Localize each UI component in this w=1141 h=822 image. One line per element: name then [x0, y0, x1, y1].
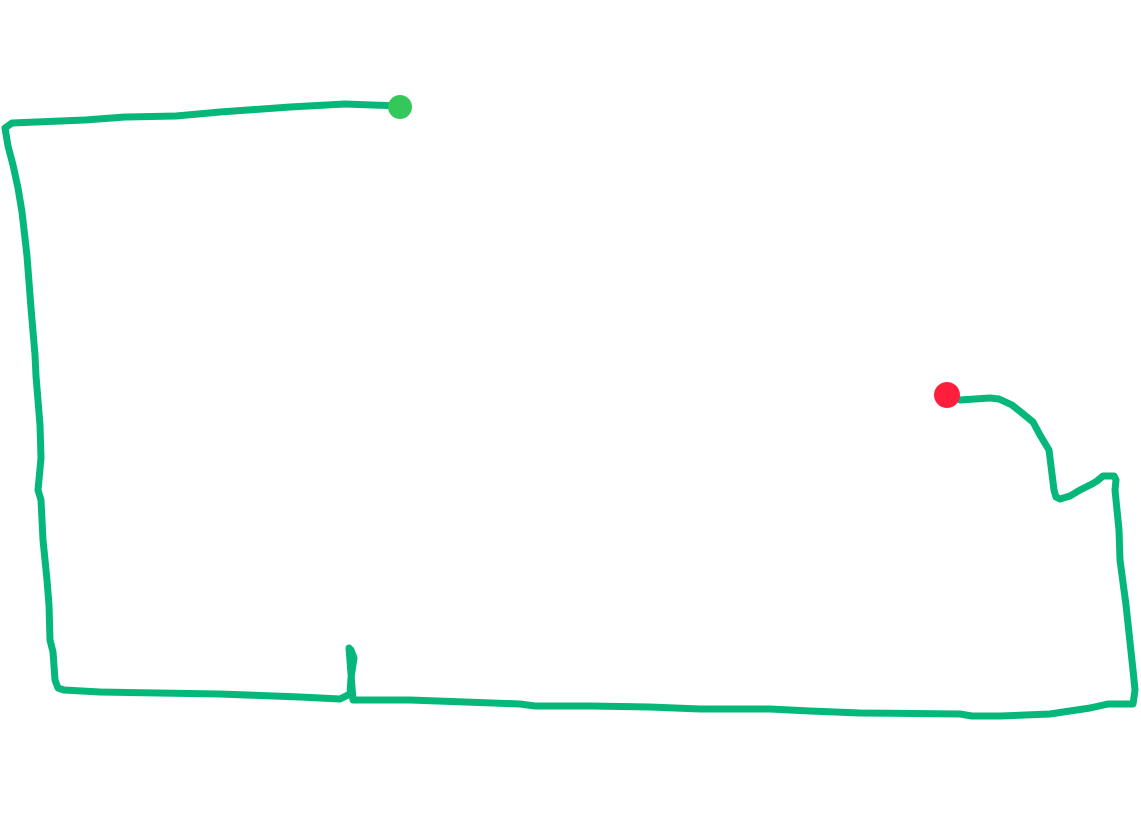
end-point-marker[interactable] — [934, 382, 960, 408]
start-point-marker[interactable] — [388, 95, 412, 119]
route-track-line — [1, 100, 1139, 720]
